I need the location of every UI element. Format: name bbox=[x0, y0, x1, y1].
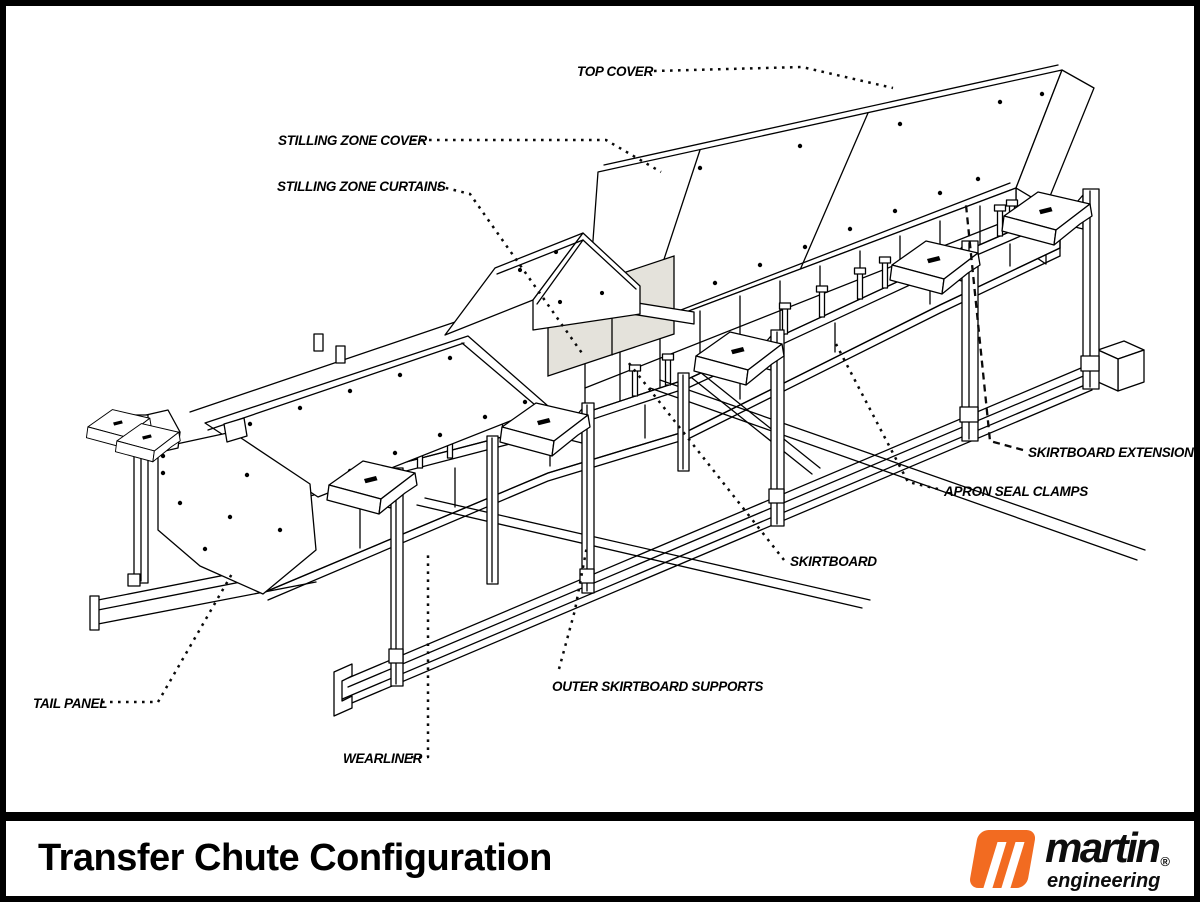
label-tail-panel: TAIL PANEL bbox=[33, 696, 107, 711]
stilling-zone-cover bbox=[444, 232, 641, 336]
callout-labels: TOP COVER STILLING ZONE COVER STILLING Z… bbox=[33, 64, 1194, 766]
logo-subbrand-text: engineering bbox=[1047, 870, 1161, 892]
label-skirtboard: SKIRTBOARD bbox=[790, 554, 877, 569]
martin-m-icon bbox=[970, 829, 1036, 888]
label-outer-skirtboard-supports: OUTER SKIRTBOARD SUPPORTS bbox=[552, 679, 763, 694]
leader-outer-skirtboard-supports bbox=[557, 545, 589, 670]
registered-mark-icon: ® bbox=[1160, 854, 1170, 869]
drawing-title: Transfer Chute Configuration bbox=[38, 837, 552, 879]
support-post bbox=[677, 372, 690, 472]
leader-lines bbox=[102, 65, 1024, 759]
leader-top-cover bbox=[653, 65, 894, 90]
support-post bbox=[486, 435, 499, 585]
label-stilling-zone-cover: STILLING ZONE COVER bbox=[278, 133, 427, 148]
label-wearliner: WEARLINER bbox=[343, 751, 423, 766]
label-top-cover: TOP COVER bbox=[577, 64, 654, 79]
leader-stilling-zone-cover bbox=[413, 138, 662, 174]
label-stilling-zone-curtains: STILLING ZONE CURTAINS bbox=[277, 179, 446, 194]
leader-wearliner bbox=[411, 552, 430, 759]
logo-brand-text: martin bbox=[1045, 824, 1161, 871]
label-apron-seal-clamps: APRON SEAL CLAMPS bbox=[943, 484, 1088, 499]
martin-engineering-logo: martin ® engineering bbox=[969, 824, 1170, 893]
skirtboard bbox=[264, 209, 1061, 601]
leader-skirtboard bbox=[627, 361, 785, 561]
label-skirtboard-extension: SKIRTBOARD EXTENSION bbox=[1028, 445, 1194, 460]
title-block: Transfer Chute Configuration martin ® en… bbox=[6, 812, 1194, 896]
leader-tail-panel bbox=[102, 571, 235, 704]
logo-wordmark: martin ® engineering bbox=[1045, 824, 1170, 893]
leader-stilling-zone-curtains bbox=[437, 184, 586, 357]
leader-skirtboard-extension bbox=[964, 204, 1024, 452]
leader-apron-seal-clamps bbox=[834, 343, 939, 491]
